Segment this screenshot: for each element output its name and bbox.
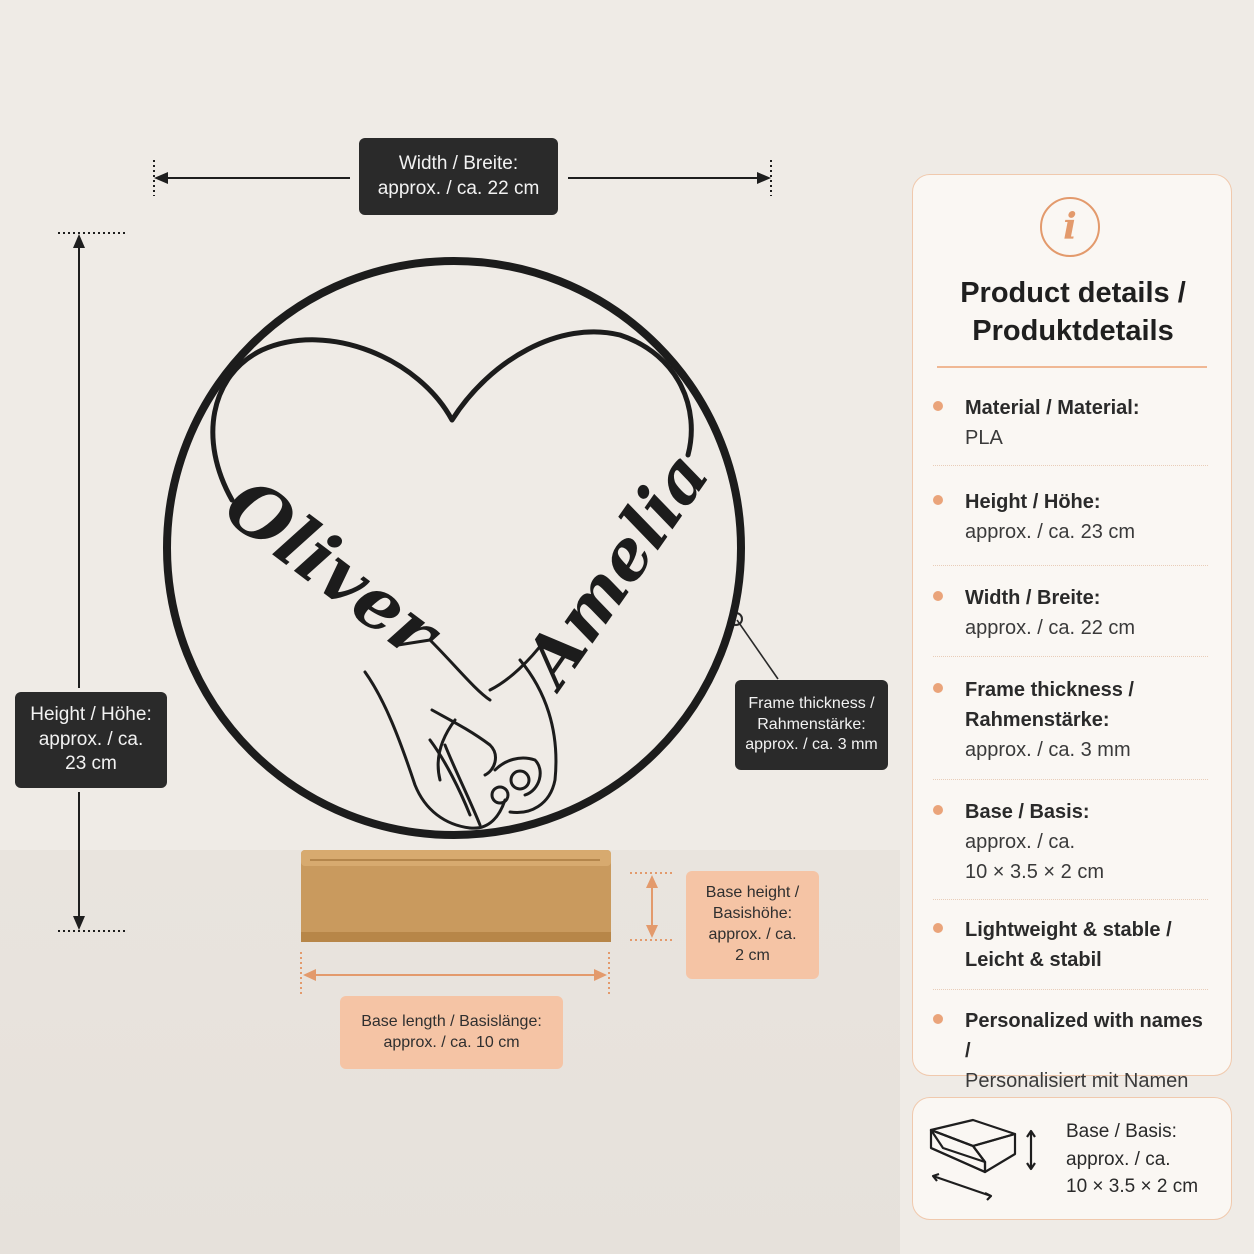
bullet-dot (933, 401, 943, 411)
bullet-dot (933, 1014, 943, 1024)
panel-title-line: Product details / (960, 277, 1186, 309)
spec-divider (933, 565, 1208, 566)
circle-frame (163, 257, 745, 839)
spec-divider (933, 465, 1208, 466)
base-length-arrow (300, 952, 610, 996)
spec-divider (933, 899, 1208, 900)
spec-personalized: Personalized with names / Personalisiert… (933, 1006, 1213, 1096)
height-dimension-arrow (58, 232, 125, 932)
base-height-label-line: approx. / ca. (708, 926, 797, 943)
spec-divider (933, 989, 1208, 990)
spec-value: PLA (965, 427, 1003, 449)
frame-thickness-label: Frame thickness / Rahmenstärke: approx. … (735, 680, 888, 770)
spec-value: Personalisiert mit Namen (965, 1070, 1189, 1092)
spec-key: Lightweight & stable / Leicht & stabil (965, 919, 1172, 971)
info-icon: i (1040, 197, 1100, 257)
base-height-label-line: Base height / (705, 884, 800, 902)
wooden-base (301, 850, 611, 942)
bullet-dot (933, 805, 943, 815)
frame-label-line: Frame thickness / (748, 694, 875, 712)
frame-leader-line (729, 612, 779, 680)
base-height-label-value: 2 cm (735, 946, 770, 964)
bullet-dot (933, 591, 943, 601)
spec-width: Width / Breite: approx. / ca. 22 cm (933, 583, 1213, 657)
spec-key: Base / Basis: (965, 801, 1090, 823)
panel-title: Product details / Produktdetails (913, 275, 1233, 350)
spec-divider (933, 656, 1208, 657)
spec-value: approx. / ca. 22 cm (965, 617, 1136, 639)
base-box-line: Base / Basis: (1066, 1121, 1177, 1142)
spec-material: Material / Material: PLA (933, 393, 1213, 466)
base-length-label-value: approx. / ca. 10 cm (383, 1033, 520, 1051)
holding-hands-art (363, 638, 558, 830)
base-box-line: approx. / ca. (1066, 1148, 1171, 1170)
base-height-label: Base height / Basishöhe: approx. / ca. 2… (686, 871, 819, 979)
base-dimensions-text: Base / Basis: approx. / ca. 10 × 3.5 × 2… (1066, 1118, 1198, 1201)
width-label-line: Width / Breite: (398, 152, 519, 174)
spec-value: approx. / ca. 3 mm (965, 739, 1131, 761)
spec-value: approx. / ca. 23 cm (965, 521, 1136, 543)
product-details-panel: i Product details / Produktdetails Mater… (912, 174, 1233, 1092)
width-dimension-arrow (153, 160, 772, 196)
base-length-label-line: Base length / Basislänge: (361, 1012, 542, 1030)
bullet-dot (933, 923, 943, 933)
height-label: Height / Höhe: approx. / ca. 23 cm (15, 692, 167, 788)
frame-label-value: approx. / ca. 3 mm (745, 736, 878, 754)
spec-frame-thickness: Frame thickness / Rahmenstärke: approx. … (933, 675, 1213, 780)
base-height-label-line: Basishöhe: (712, 905, 793, 923)
frame-label-line: Rahmenstärke: (757, 715, 866, 733)
spec-key: Personalized with names / (965, 1010, 1203, 1062)
base-dimensions-box: Base / Basis: approx. / ca. 10 × 3.5 × 2… (912, 1097, 1232, 1220)
base-box-line: 10 × 3.5 × 2 cm (1066, 1176, 1199, 1198)
spec-divider (933, 779, 1208, 780)
spec-value: 10 × 3.5 × 2 cm (965, 861, 1104, 883)
height-label-value: 23 cm (65, 753, 117, 775)
spec-base: Base / Basis: approx. / ca. 10 × 3.5 × 2… (933, 797, 1213, 900)
panel-title-line: Produktdetails (972, 314, 1174, 347)
base-height-arrow (630, 872, 672, 941)
spec-key: Frame thickness / Rahmenstärke: (965, 679, 1134, 731)
spec-key: Height / Höhe: (965, 491, 1101, 513)
height-label-line: approx. / ca. (38, 728, 144, 750)
spec-value: approx. / ca. (965, 831, 1076, 853)
name-amelia: Amelia (505, 438, 725, 705)
name-oliver: Oliver (210, 461, 459, 678)
spec-key: Width / Breite: (965, 587, 1101, 609)
base-block-icon (929, 1118, 1036, 1201)
width-label: Width / Breite: approx. / ca. 22 cm (359, 138, 558, 215)
title-divider (937, 366, 1207, 368)
bullet-dot (933, 683, 943, 693)
base-length-label: Base length / Basislänge: approx. / ca. … (340, 996, 563, 1069)
height-label-line: Height / Höhe: (30, 703, 152, 725)
spec-lightweight: Lightweight & stable / Leicht & stabil (933, 915, 1213, 990)
spec-key: Material / Material: (965, 397, 1140, 419)
heart-outline (210, 329, 694, 503)
width-label-value: approx. / ca. 22 cm (377, 177, 540, 199)
spec-height: Height / Höhe: approx. / ca. 23 cm (933, 487, 1213, 566)
bullet-dot (933, 495, 943, 505)
